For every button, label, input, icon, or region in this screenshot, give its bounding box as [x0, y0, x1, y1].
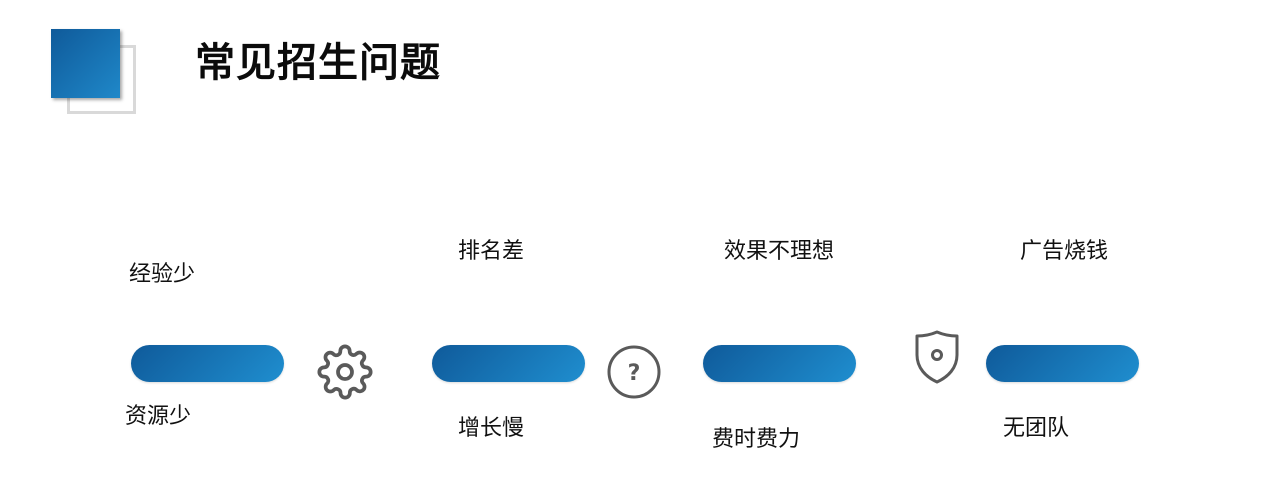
logo-square [51, 29, 120, 98]
item-2-bottom-label: 增长慢 [458, 416, 525, 441]
item-4-top-label: 广告烧钱 [1020, 239, 1109, 264]
item-3-top-label: 效果不理想 [724, 239, 835, 264]
question-icon: ? [606, 344, 662, 404]
page-title: 常见招生问题 [195, 40, 441, 86]
item-1-pill [131, 345, 284, 382]
item-4-pill [986, 345, 1139, 382]
item-3-pill [703, 345, 856, 382]
shield-icon [913, 329, 961, 389]
item-2-top-label: 排名差 [458, 239, 525, 264]
item-4-bottom-label: 无团队 [1003, 416, 1070, 441]
item-1-top-label: 经验少 [129, 262, 196, 287]
item-2-pill [432, 345, 585, 382]
item-3-bottom-label: 费时费力 [712, 427, 801, 452]
gear-icon [317, 344, 373, 404]
item-1-bottom-label: 资源少 [125, 404, 192, 429]
svg-text:?: ? [628, 361, 641, 386]
